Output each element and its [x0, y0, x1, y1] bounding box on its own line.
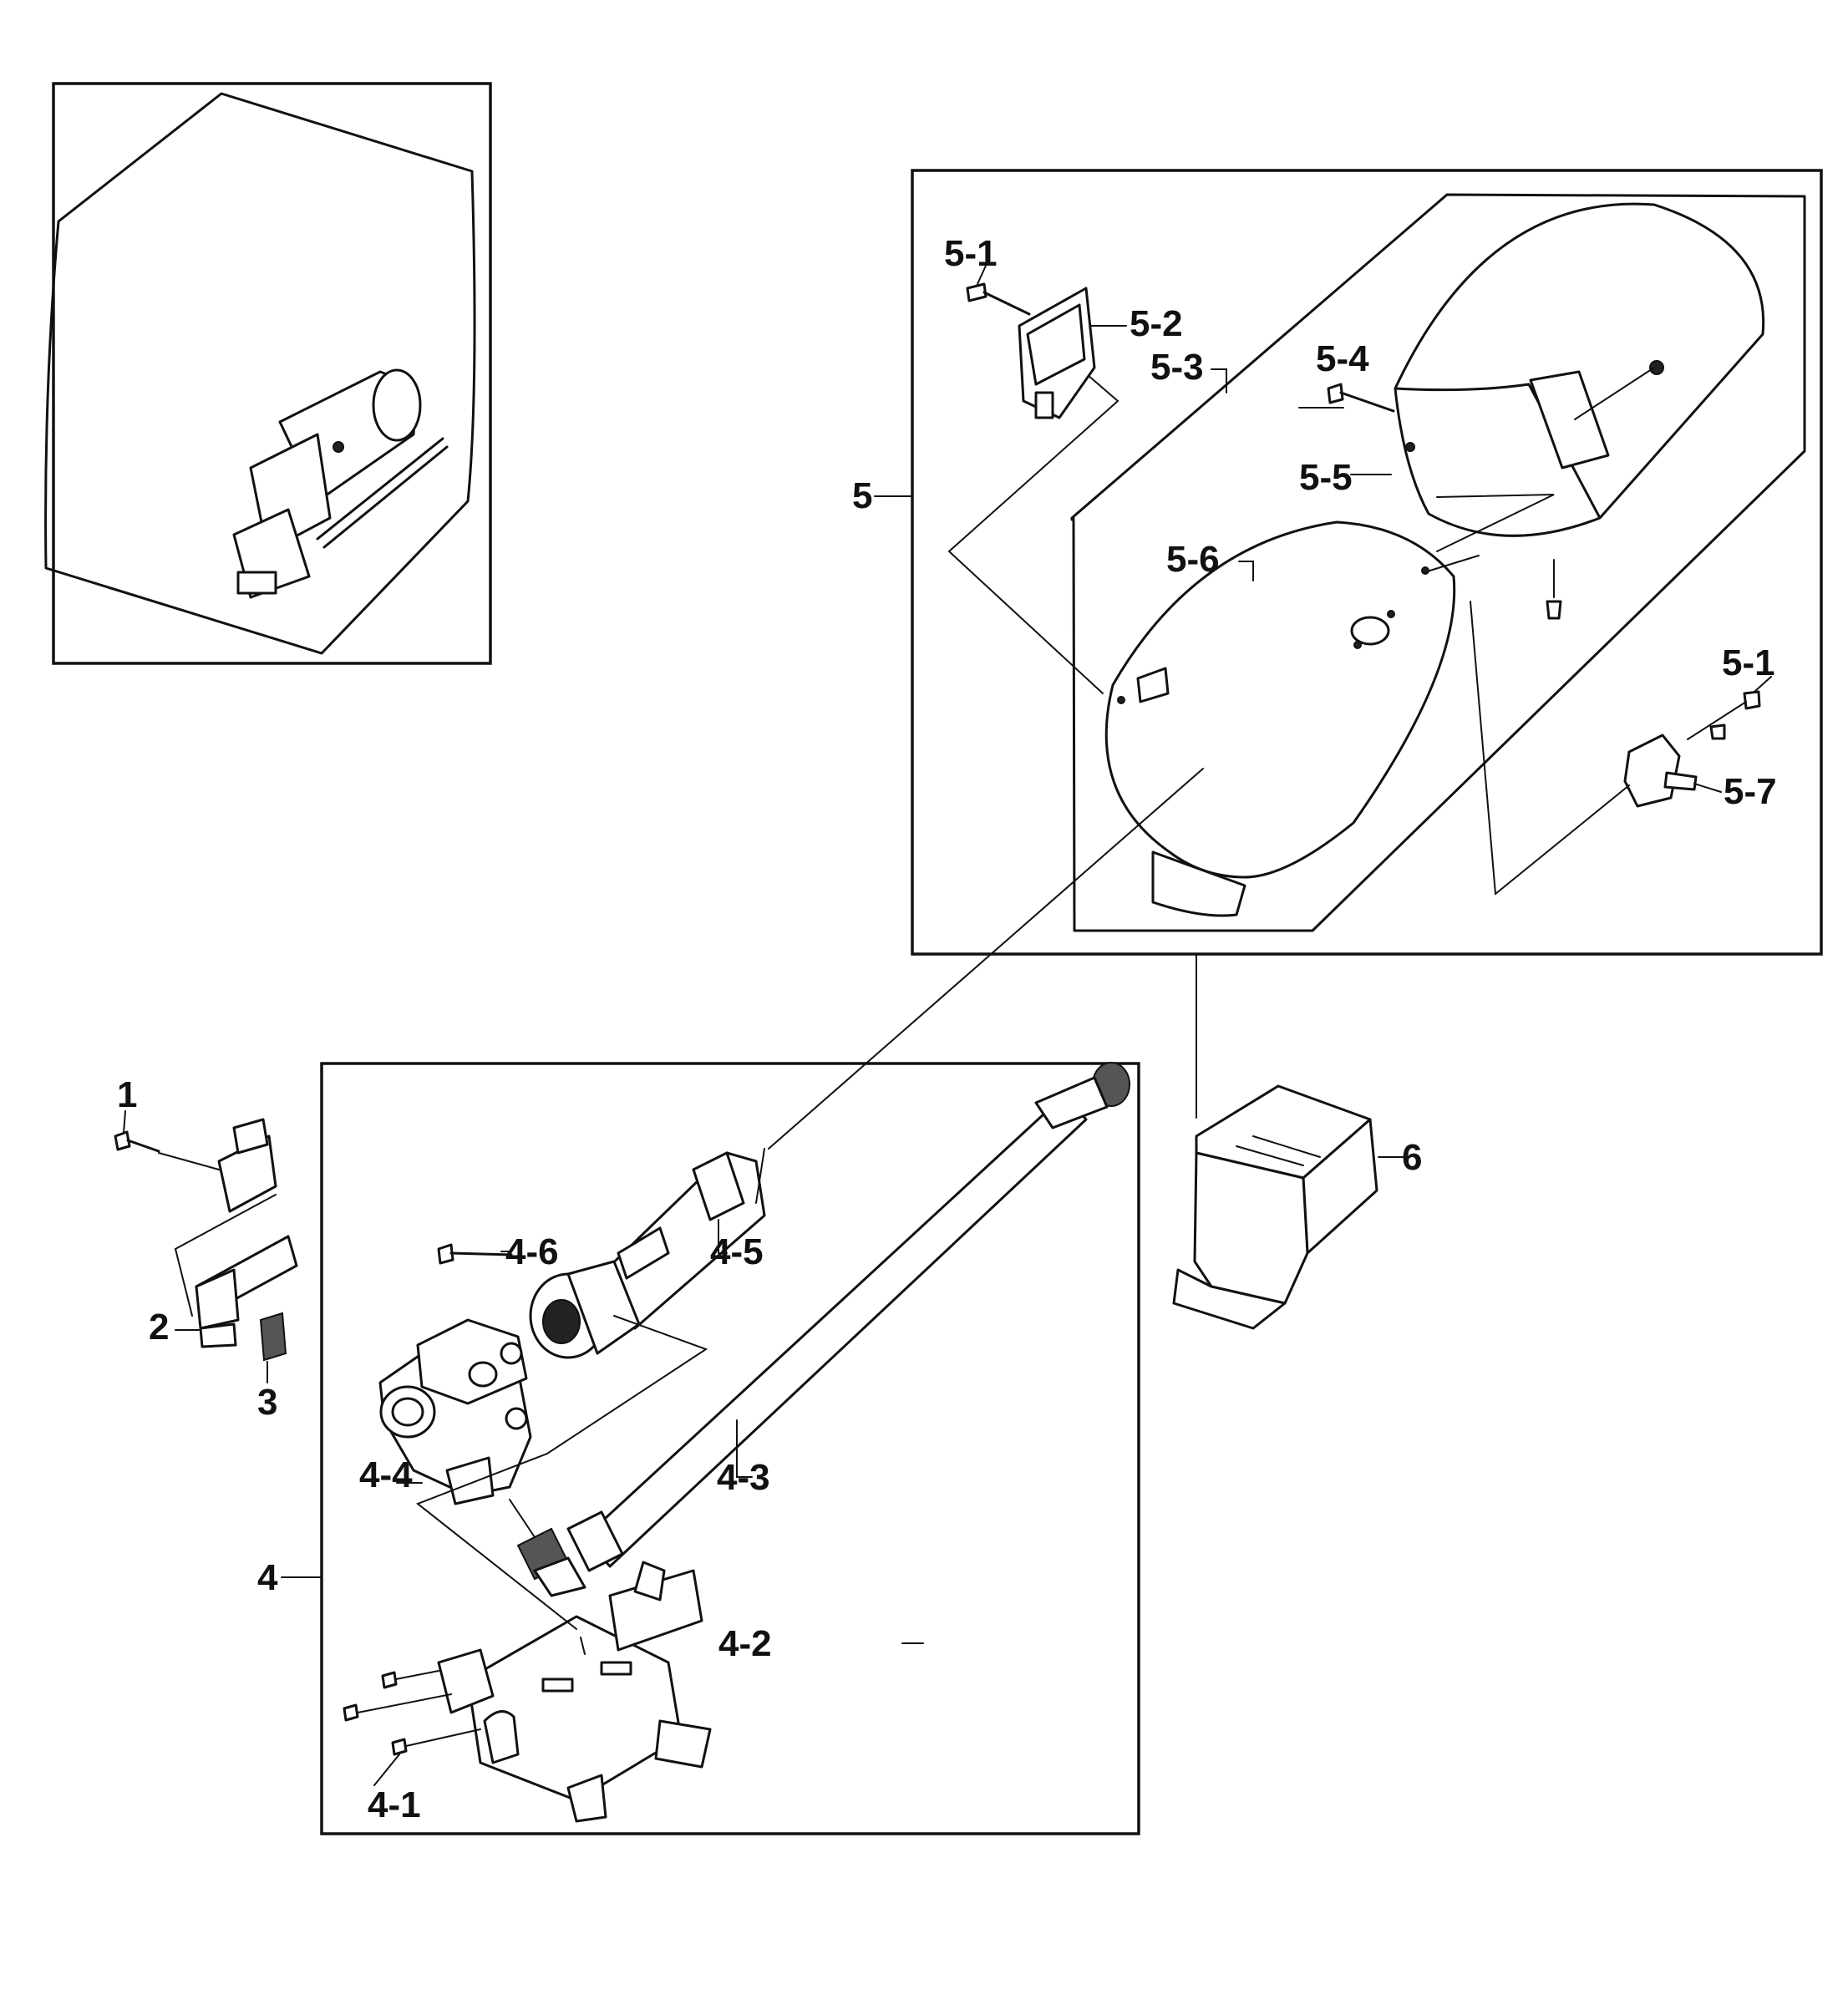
screw-4-6 — [437, 1243, 513, 1265]
overview-frame — [52, 82, 492, 665]
igniter-2 — [195, 1235, 298, 1348]
igniter-parts-left — [114, 1118, 298, 1383]
label-4-5: 4-5 — [710, 1231, 764, 1272]
label-4-4: 4-4 — [359, 1454, 413, 1495]
assembly-4-box — [320, 768, 1204, 1835]
label-4-1: 4-1 — [368, 1784, 421, 1825]
screw-5-1-top — [966, 282, 1031, 316]
assembly-5-box — [911, 169, 1823, 956]
label-1: 1 — [117, 1074, 137, 1115]
screw-5-4 — [1327, 383, 1395, 413]
leader-lines — [123, 265, 1772, 1786]
screw-1 — [114, 1130, 160, 1153]
part-labels: 5 5-1 5-2 5-3 5-4 5-5 5-6 5-1 5-7 6 1 2 … — [117, 233, 1777, 1825]
label-5-2: 5-2 — [1130, 303, 1183, 344]
label-6: 6 — [1402, 1137, 1422, 1178]
assembly-5-frame — [911, 169, 1823, 956]
gas-tube-4-3 — [516, 1062, 1130, 1597]
valve-bracket-4-2 — [437, 1561, 712, 1823]
label-4-6: 4-6 — [505, 1231, 559, 1272]
burner-assembly-thumbnail — [232, 368, 449, 599]
label-5-7: 5-7 — [1724, 771, 1777, 812]
gas-valve-4-4 — [378, 1318, 536, 1538]
screw-5-5-bottom — [1546, 559, 1562, 620]
label-4: 4 — [257, 1557, 278, 1598]
label-3: 3 — [257, 1382, 277, 1423]
dryer-cabinet-outline — [44, 92, 476, 655]
part-3 — [259, 1312, 287, 1383]
label-5-5: 5-5 — [1299, 457, 1353, 498]
label-5-1-right: 5-1 — [1722, 642, 1775, 683]
burner-tube-4-5 — [529, 1148, 766, 1359]
overview-inset — [44, 82, 492, 665]
bracket-5-2 — [1018, 287, 1096, 419]
label-4-2: 4-2 — [718, 1623, 772, 1664]
bracket-1 — [158, 1118, 277, 1213]
mounting-bracket-6 — [1172, 953, 1378, 1330]
label-5-3: 5-3 — [1150, 347, 1204, 388]
label-5-1-top: 5-1 — [944, 233, 998, 274]
heat-shield-5-5 — [1394, 202, 1765, 552]
label-2: 2 — [149, 1307, 169, 1348]
screws-4-1 — [343, 1670, 481, 1756]
screw-5-1-right — [1687, 690, 1761, 740]
combustion-chamber-5-6 — [1104, 520, 1480, 917]
assembly-4-frame — [320, 1062, 1140, 1835]
flame-sensor-5-7 — [1470, 601, 1698, 895]
label-5: 5 — [852, 475, 872, 516]
label-4-3: 4-3 — [717, 1457, 770, 1498]
assembly-5-3-outline — [1070, 193, 1806, 932]
label-5-6: 5-6 — [1166, 539, 1220, 580]
label-5-4: 5-4 — [1316, 338, 1369, 379]
